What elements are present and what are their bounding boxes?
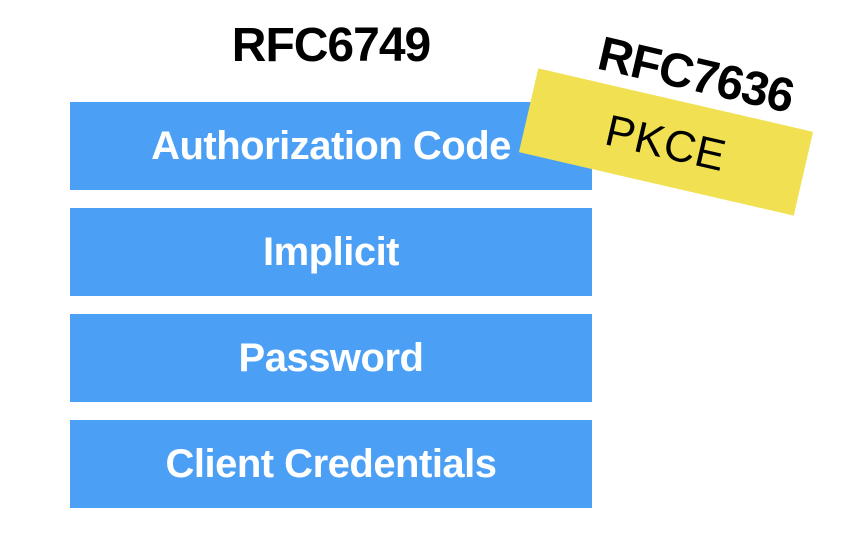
- grant-bar-authorization-code: Authorization Code: [70, 102, 592, 190]
- rfc6749-title: RFC6749: [231, 19, 431, 72]
- grant-bar-implicit: Implicit: [70, 208, 592, 296]
- grant-bar-client-credentials: Client Credentials: [70, 420, 592, 508]
- grant-type-list: Authorization Code Implicit Password Cli…: [70, 102, 592, 508]
- grant-bar-password: Password: [70, 314, 592, 402]
